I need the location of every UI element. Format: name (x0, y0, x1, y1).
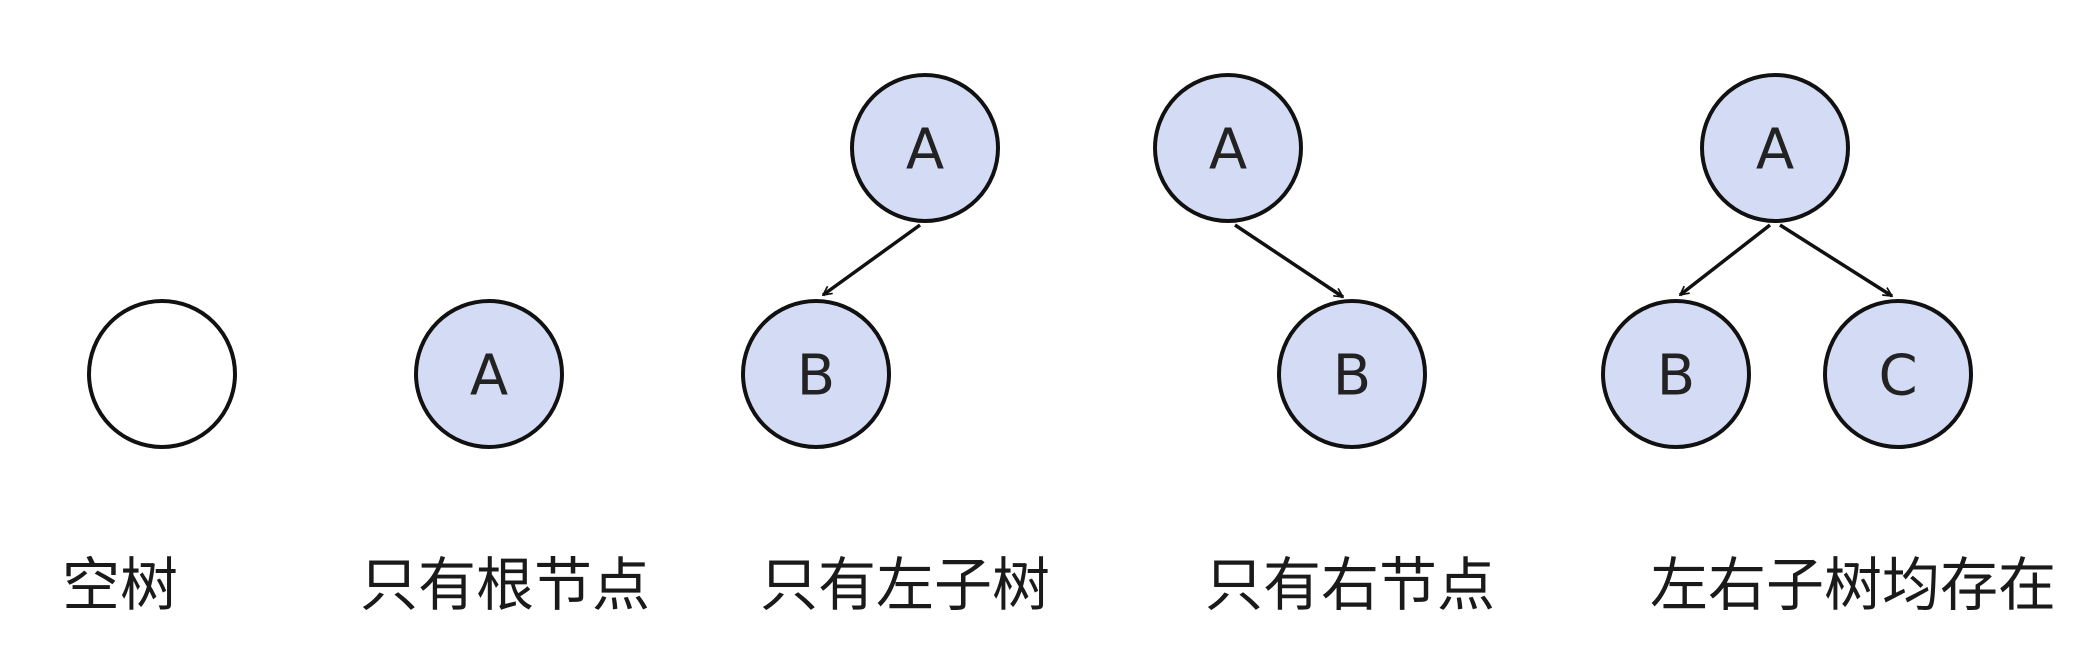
edge-a-to-b (1680, 223, 1772, 297)
edge-a-to-b (1234, 223, 1343, 299)
tree-root-only: A 只有根节点 (360, 299, 650, 619)
node-b-circle (1277, 299, 1427, 449)
edge-a-to-c (1779, 223, 1892, 298)
node-a-label: A (470, 344, 508, 409)
node-b-label: B (1333, 344, 1371, 409)
node-a-circle (1700, 73, 1850, 223)
tree-caption: 只有左子树 (760, 551, 1050, 619)
tree-caption: 左右子树均存在 (1650, 551, 2056, 619)
tree-caption: 只有根节点 (360, 551, 650, 619)
node-c-label: C (1878, 344, 1917, 409)
edge-a-to-b (823, 223, 922, 297)
tree-both-subtrees: A B C 左右子树均存在 (1601, 73, 2056, 619)
node-a-circle (850, 73, 1000, 223)
tree-left-subtree: A B 只有左子树 (741, 73, 1050, 619)
empty-node-circle (87, 299, 237, 449)
tree-empty: 空树 (62, 299, 237, 619)
node-b-circle (741, 299, 891, 449)
node-a-label: A (1756, 118, 1794, 183)
node-a-label: A (906, 118, 944, 183)
node-a-circle (414, 299, 564, 449)
node-b-label: B (1657, 344, 1695, 409)
tree-caption: 空树 (62, 551, 178, 619)
node-b-circle (1601, 299, 1751, 449)
node-b-label: B (797, 344, 835, 409)
node-a-circle (1153, 73, 1303, 223)
node-a-label: A (1209, 118, 1247, 183)
tree-right-node: A B 只有右节点 (1153, 73, 1495, 619)
node-c-circle (1823, 299, 1973, 449)
tree-caption: 只有右节点 (1205, 551, 1495, 619)
